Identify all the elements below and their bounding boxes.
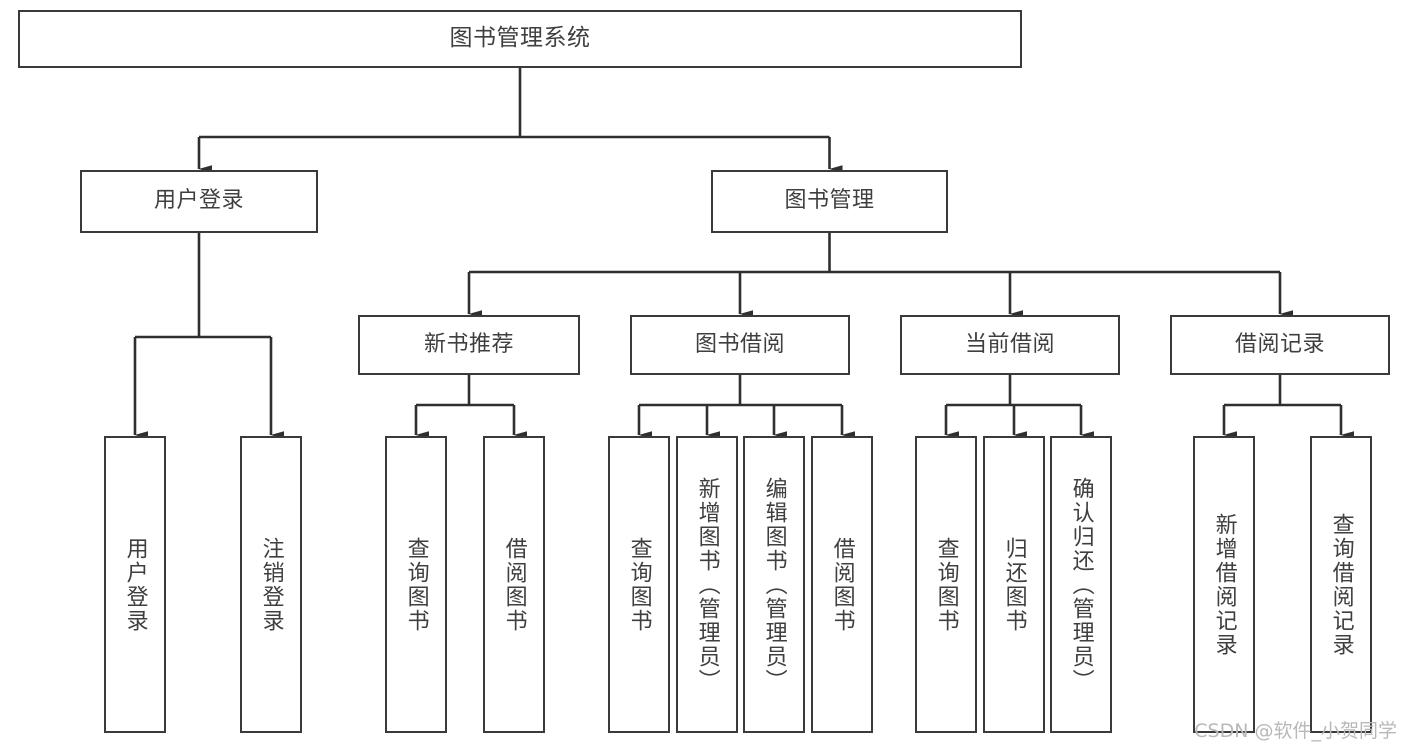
node-leaf-query-books-rec[interactable]: 查询图书 (385, 436, 447, 733)
node-leaf-confirm-return-admin[interactable]: 确认归还（管理员） (1050, 436, 1112, 733)
node-current-borrow[interactable]: 当前借阅 (900, 315, 1120, 375)
node-label: 图书借阅 (694, 331, 785, 357)
watermark: CSDN @软件_小贺同学 (1194, 720, 1397, 742)
node-label: 确认归还（管理员） (1068, 476, 1094, 693)
node-label: 查询借阅记录 (1328, 512, 1354, 657)
node-label: 新书推荐 (423, 331, 514, 357)
node-label: 注销登录 (258, 536, 284, 633)
node-leaf-borrow-books-rec[interactable]: 借阅图书 (483, 436, 545, 733)
node-label: 新增图书（管理员） (694, 476, 720, 693)
node-leaf-logout-login[interactable]: 注销登录 (240, 436, 302, 733)
node-root[interactable]: 图书管理系统 (18, 10, 1022, 68)
node-label: 图书管理 (784, 188, 875, 214)
node-label: 查询图书 (626, 536, 652, 633)
node-label: 借阅图书 (829, 536, 855, 633)
node-label: 借阅图书 (501, 536, 527, 633)
node-label: 图书管理系统 (449, 25, 591, 52)
node-book-borrow[interactable]: 图书借阅 (630, 315, 850, 375)
node-label: 归还图书 (1001, 536, 1027, 633)
node-label: 用户登录 (122, 536, 148, 633)
node-label: 当前借阅 (964, 331, 1055, 357)
node-leaf-borrow-book[interactable]: 借阅图书 (811, 436, 873, 733)
node-new-book-recommend[interactable]: 新书推荐 (358, 315, 580, 375)
node-label: 查询图书 (933, 536, 959, 633)
node-leaf-query-borrow-record[interactable]: 查询借阅记录 (1310, 436, 1372, 733)
node-book-manage[interactable]: 图书管理 (711, 170, 948, 233)
node-label: 查询图书 (403, 536, 429, 633)
node-leaf-query-books-borrow[interactable]: 查询图书 (608, 436, 670, 733)
node-leaf-query-books-current[interactable]: 查询图书 (915, 436, 977, 733)
node-label: 用户登录 (153, 188, 244, 214)
node-user-login[interactable]: 用户登录 (80, 170, 318, 233)
node-label: 借阅记录 (1234, 331, 1325, 357)
node-leaf-add-borrow-record[interactable]: 新增借阅记录 (1193, 436, 1255, 733)
node-leaf-add-book-admin[interactable]: 新增图书（管理员） (676, 436, 738, 733)
node-borrow-records[interactable]: 借阅记录 (1170, 315, 1390, 375)
node-leaf-edit-book-admin[interactable]: 编辑图书（管理员） (743, 436, 805, 733)
node-leaf-user-login[interactable]: 用户登录 (104, 436, 166, 733)
node-label: 新增借阅记录 (1211, 512, 1237, 657)
node-leaf-return-book[interactable]: 归还图书 (983, 436, 1045, 733)
node-label: 编辑图书（管理员） (761, 476, 787, 693)
